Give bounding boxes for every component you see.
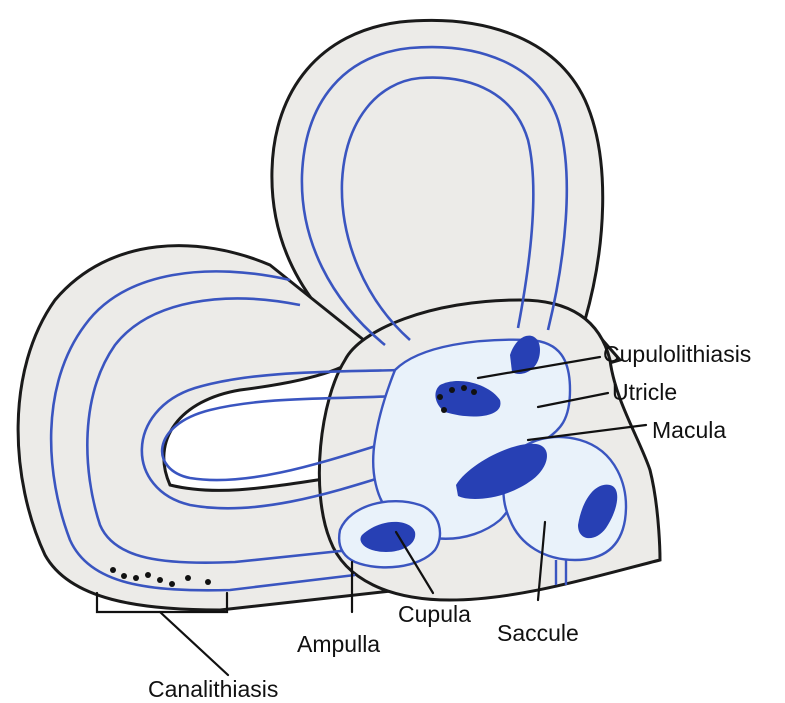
label-utricle: Utricle	[612, 379, 677, 405]
label-cupula: Cupula	[398, 601, 471, 627]
saccule-duct	[554, 560, 568, 585]
labels: Cupulolithiasis Utricle Macula Cupula Sa…	[148, 341, 751, 702]
otoconium	[157, 577, 163, 583]
macula-utricle	[456, 443, 547, 499]
leader-lines	[95, 355, 648, 677]
label-saccule: Saccule	[497, 620, 579, 646]
posterior-canal-bony-outline	[16, 244, 402, 612]
label-canalithiasis: Canalithiasis	[148, 676, 278, 702]
otoconium	[110, 567, 116, 573]
cupulolithiasis-leader	[476, 355, 602, 380]
utricle-leader	[536, 391, 610, 409]
label-cupulolithiasis: Cupulolithiasis	[603, 341, 751, 367]
canalithiasis-bracket	[95, 591, 229, 614]
otoconium	[121, 573, 127, 579]
otoconium	[449, 387, 455, 393]
ampulla-cupula	[360, 521, 416, 552]
macula-leader	[526, 423, 648, 442]
otoconium	[441, 407, 447, 413]
otoconium	[185, 575, 191, 581]
superior-duct	[300, 45, 569, 347]
otoconium	[145, 572, 151, 578]
otoconia-particles	[110, 385, 477, 587]
posterior-duct-inner	[86, 297, 351, 565]
otoconium	[169, 581, 175, 587]
otoconium	[437, 394, 443, 400]
otoconium	[461, 385, 467, 391]
saccule-leader	[536, 520, 547, 602]
saccule-macula	[578, 484, 618, 539]
superior-ampulla-crista	[510, 335, 540, 374]
otoconium	[205, 579, 211, 585]
horizontal-duct-outer	[140, 368, 406, 510]
cupula-leader	[394, 530, 435, 595]
label-ampulla: Ampulla	[297, 631, 380, 657]
label-macula: Macula	[652, 417, 726, 443]
horizontal-duct	[160, 393, 411, 482]
canalithiasis-leader	[158, 610, 230, 677]
superior-duct-inner	[340, 76, 535, 341]
otoconium	[471, 389, 477, 395]
otoconium	[133, 575, 139, 581]
posterior-duct	[49, 270, 356, 592]
sensory-structures	[360, 335, 618, 552]
